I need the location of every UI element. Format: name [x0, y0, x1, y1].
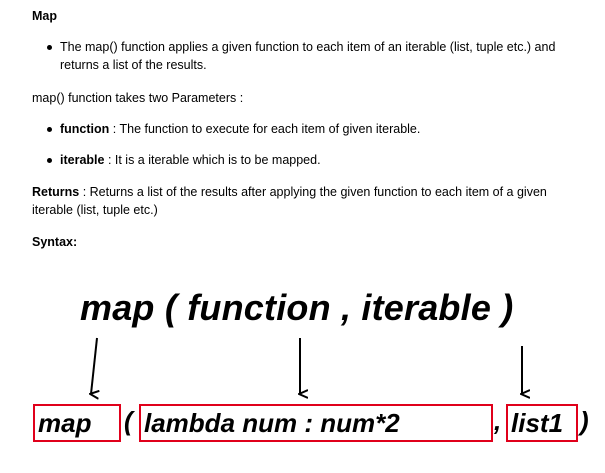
syntax-label: Syntax:	[32, 235, 78, 249]
intro-bullet-text: The map() function applies a given funct…	[60, 40, 556, 72]
bullet-dot	[47, 158, 52, 163]
returns-label: Returns	[32, 185, 80, 199]
param-desc: : It is a iterable which is to be mapped…	[104, 153, 321, 167]
param-desc: : The function to execute for each item …	[109, 122, 421, 136]
example-map-box: map	[33, 404, 121, 442]
returns-desc: : Returns a list of the results after ap…	[32, 185, 547, 217]
param-name: iterable	[60, 153, 105, 167]
example-list-box: list1	[506, 404, 578, 442]
params-intro: map() function takes two Parameters :	[32, 91, 244, 105]
param-function: function : The function to execute for e…	[60, 120, 420, 138]
param-iterable: iterable : It is a iterable which is to …	[60, 151, 321, 169]
bullet-dot	[47, 45, 52, 50]
example-close-paren: )	[580, 406, 589, 436]
example-comma: ,	[494, 406, 502, 436]
returns-text: Returns : Returns a list of the results …	[32, 183, 587, 219]
syntax-signature: map ( function , iterable )	[80, 287, 514, 328]
heading: Map	[32, 9, 57, 23]
bullet-dot	[47, 127, 52, 132]
arrow-map	[91, 337, 97, 394]
example-open-paren: (	[124, 406, 133, 436]
param-name: function	[60, 122, 110, 136]
example-lambda-box: lambda num : num*2	[139, 404, 493, 442]
